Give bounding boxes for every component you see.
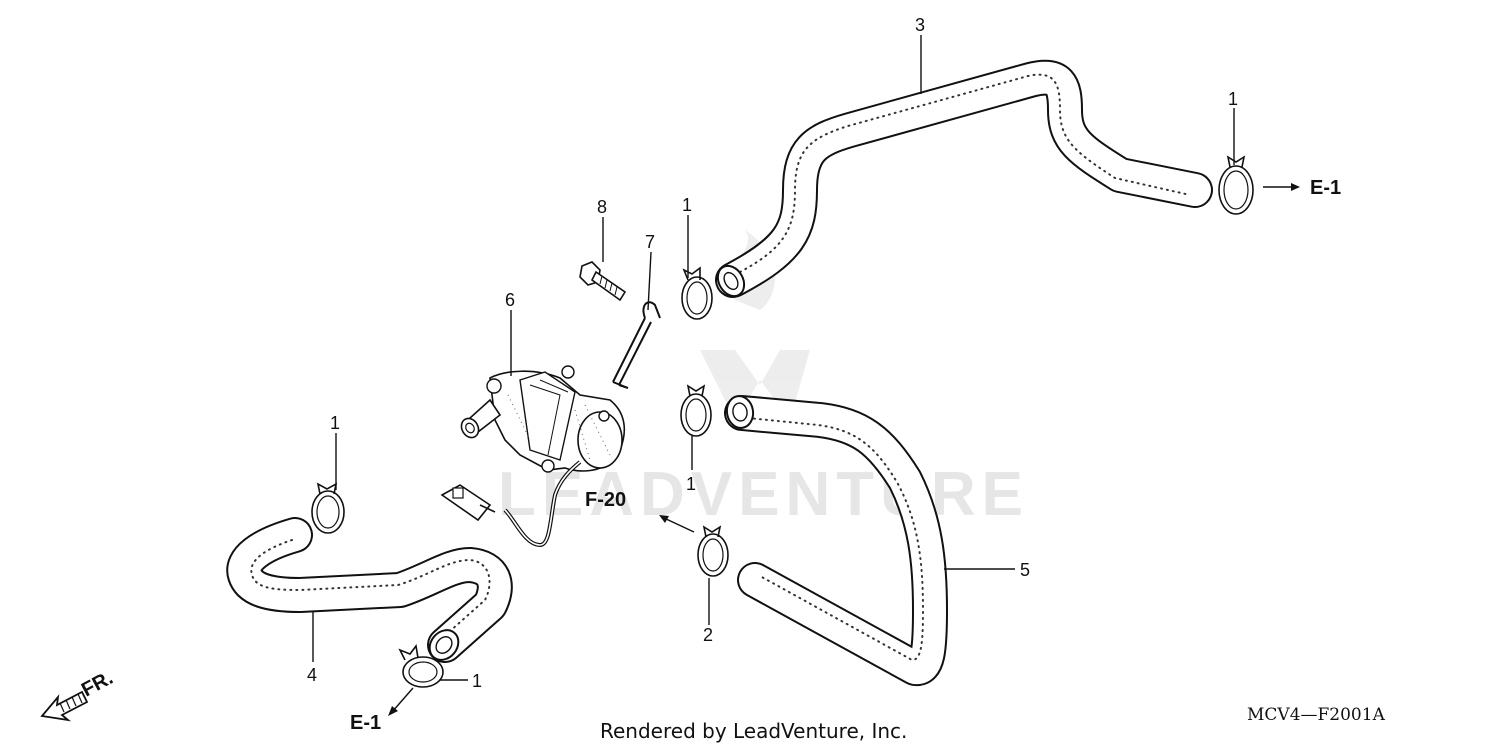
valve-wire-connector — [440, 460, 582, 548]
hose-5 — [724, 395, 948, 686]
callout-2: 2 — [703, 625, 713, 645]
bolt-8 — [579, 261, 627, 302]
callout-6: 6 — [505, 290, 515, 310]
clamp-1-upper-right — [1218, 155, 1254, 215]
clamp-2 — [697, 525, 729, 577]
arrow-e1-left — [388, 687, 414, 716]
clamp-1-bottom-left — [398, 644, 444, 688]
credit-text: Rendered by LeadVenture, Inc. — [600, 719, 907, 743]
arrow-f20 — [659, 515, 695, 533]
air-valve-6 — [460, 365, 626, 473]
callout-1-bottom-left: 1 — [472, 671, 482, 691]
callout-3: 3 — [915, 15, 925, 35]
callout-4: 4 — [307, 665, 317, 685]
ref-f20: F-20 — [585, 489, 626, 511]
hose-4 — [226, 517, 513, 663]
bracket-7 — [612, 301, 661, 389]
callout-5: 5 — [1020, 560, 1030, 580]
ref-e1-left: E-1 — [350, 712, 381, 734]
diagram-code: MCV4—F2001A — [1247, 705, 1386, 725]
front-arrow-icon — [40, 690, 89, 722]
leader-lines — [312, 35, 1235, 681]
callout-1-upper-right: 1 — [1228, 89, 1238, 109]
callout-8: 8 — [597, 197, 607, 217]
callout-1-top-center: 1 — [682, 195, 692, 215]
arrow-e1-right — [1263, 183, 1300, 191]
clamp-1-left — [311, 482, 345, 534]
hose-3 — [715, 59, 1213, 298]
callout-1-mid-center: 1 — [686, 474, 696, 494]
callout-7: 7 — [645, 232, 655, 252]
ref-e1-right: E-1 — [1310, 177, 1341, 199]
clamp-1-mid-center — [680, 384, 712, 437]
callout-1-left: 1 — [330, 413, 340, 433]
clamp-1-top-center — [681, 266, 713, 320]
